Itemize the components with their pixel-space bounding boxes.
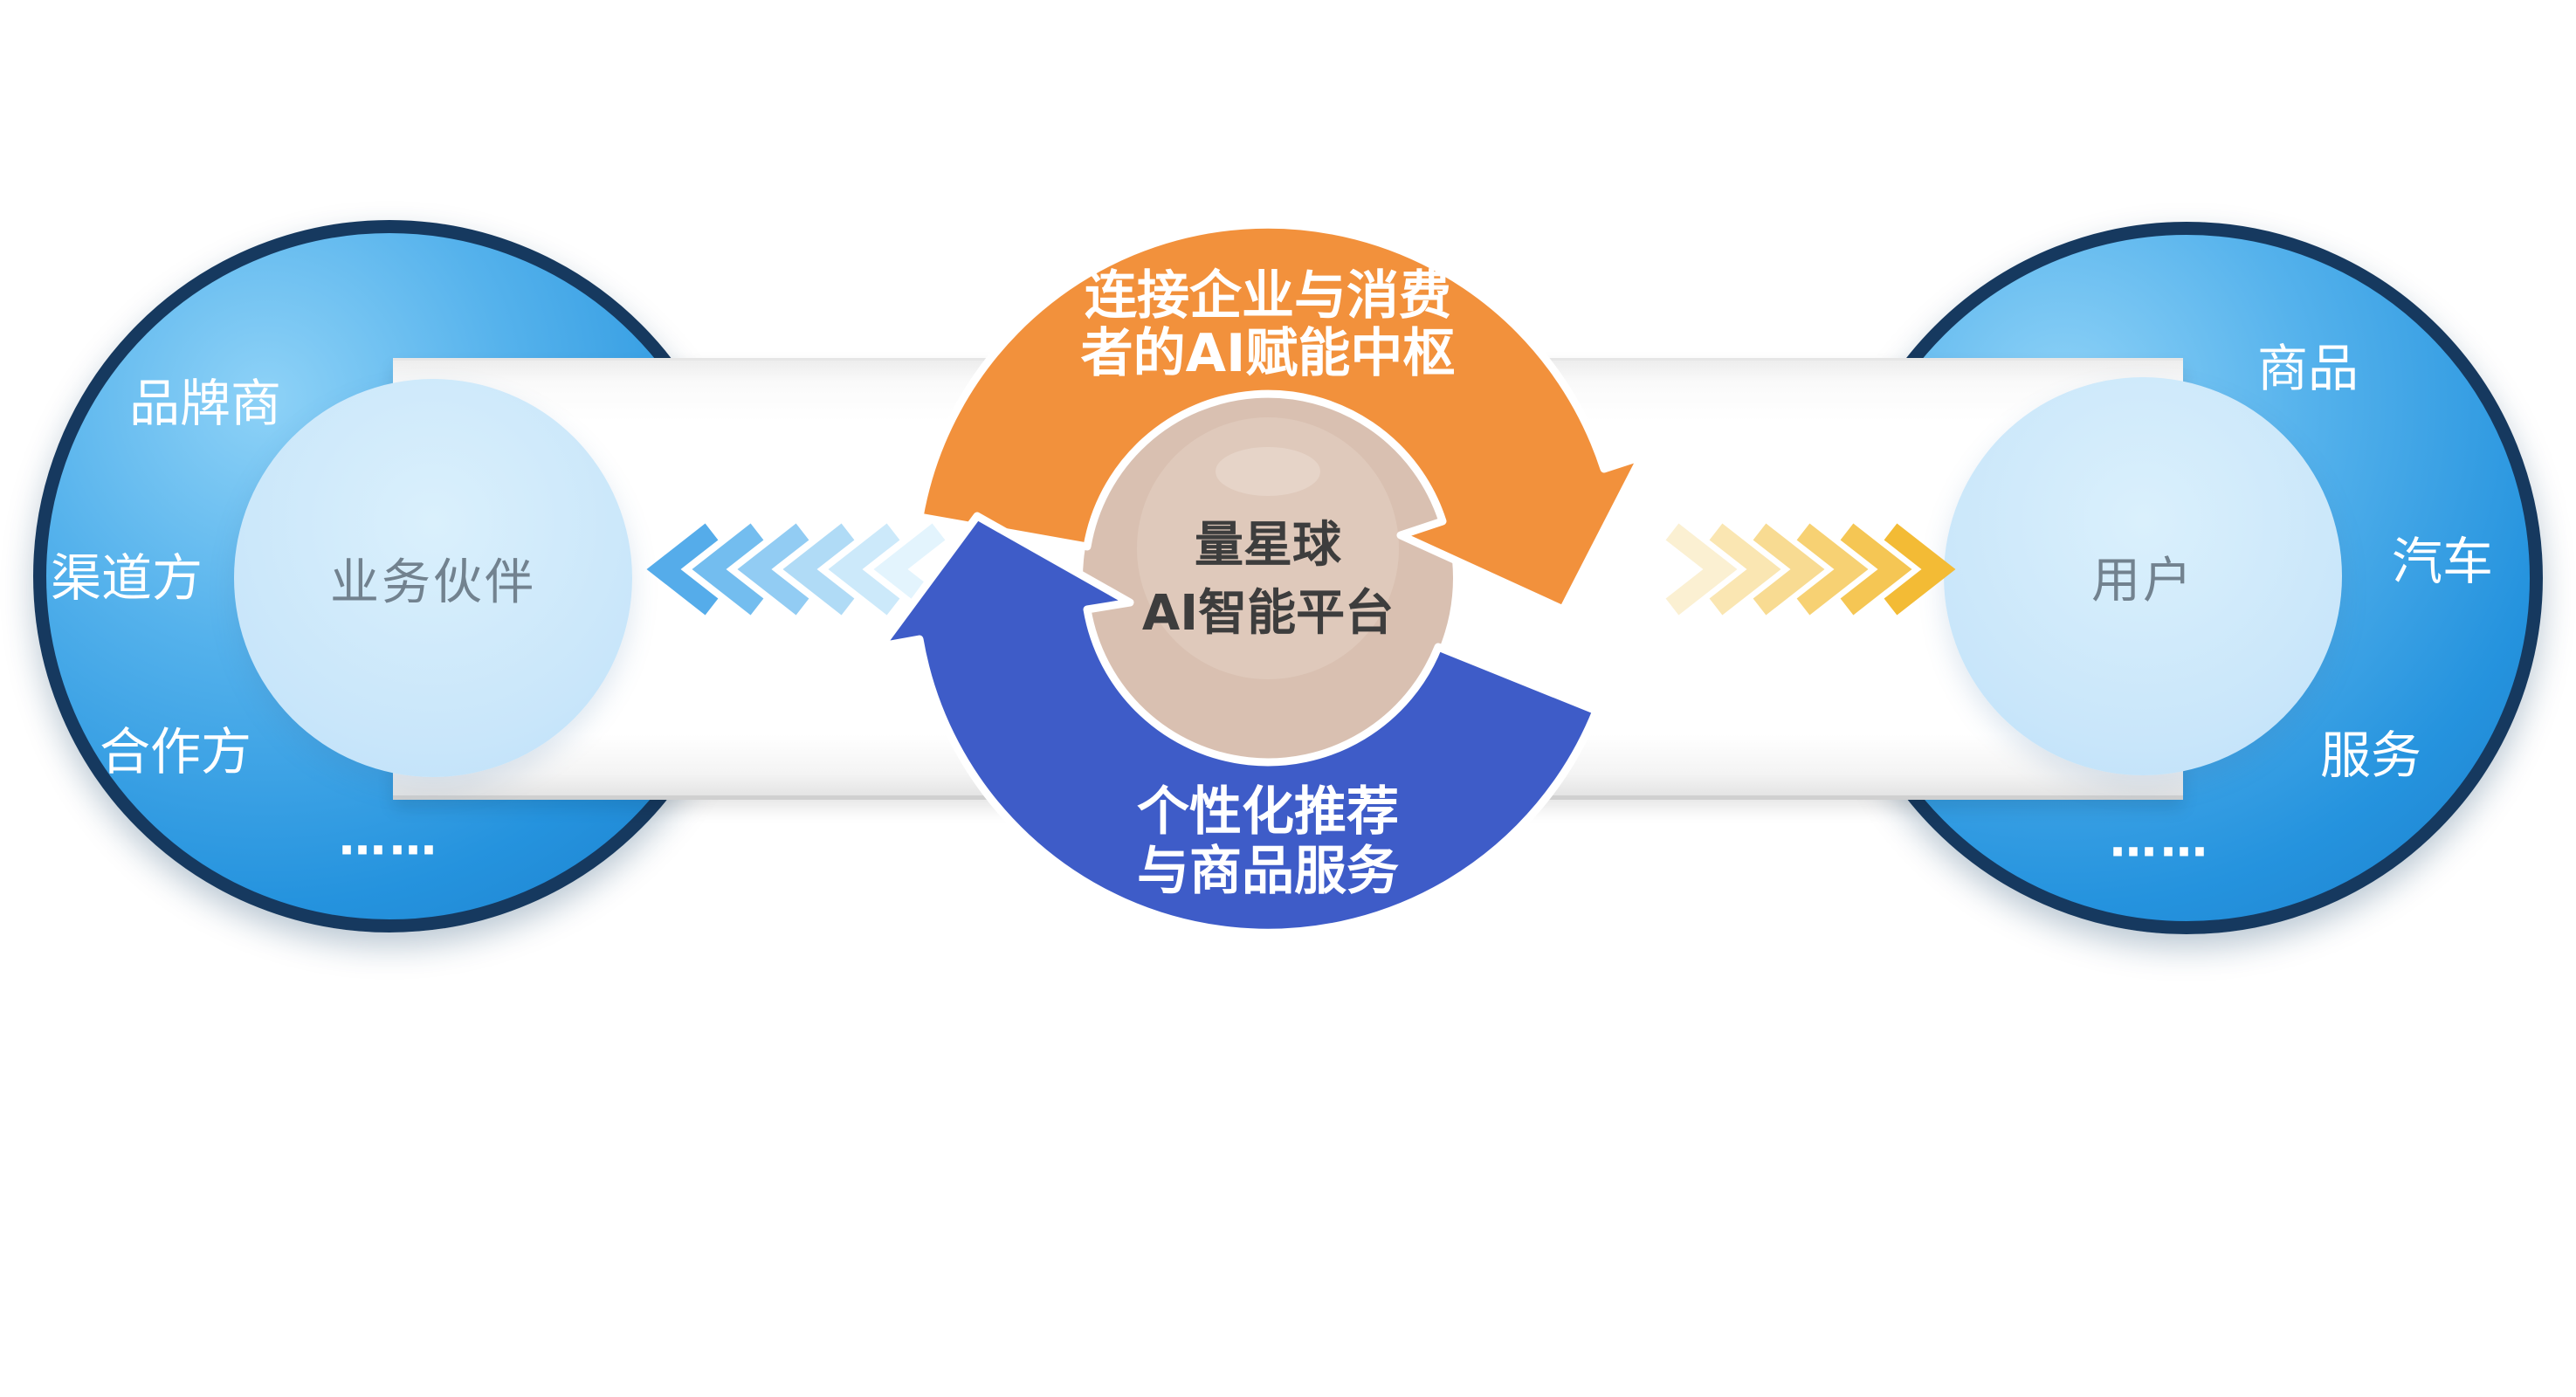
left-flow-chevrons — [646, 523, 946, 616]
bottom-caption-line1: 个性化推荐 — [1137, 781, 1399, 843]
left-ellipsis-label: …… — [339, 810, 440, 866]
services-label: 服务 — [2319, 726, 2422, 785]
users-label: 用户 — [2091, 552, 2194, 609]
core-circle-highlight — [1137, 417, 1399, 679]
chevron-right-icon — [1884, 523, 1956, 616]
chevron-right-icon — [1840, 523, 1912, 616]
bottom-caption: 个性化推荐 与商品服务 — [1137, 782, 1399, 901]
business-partners-circle: 业务伙伴 — [234, 379, 632, 777]
bottom-caption-line2: 与商品服务 — [1137, 841, 1399, 902]
top-caption-line2: 者的AI赋能中枢 — [1080, 323, 1456, 384]
top-caption: 连接企业与消费 者的AI赋能中枢 — [1081, 267, 1456, 382]
cycle-arrow-blue — [877, 512, 1601, 937]
brand-merchants-label: 品牌商 — [128, 374, 282, 433]
cars-label: 汽车 — [2391, 532, 2494, 591]
chevron-right-icon — [1709, 523, 1781, 616]
core-circle-glint — [1216, 447, 1320, 496]
business-partners-label: 业务伙伴 — [330, 554, 536, 611]
right-ellipsis-label: …… — [2110, 812, 2211, 868]
cycle-arrow-orange — [915, 220, 1646, 614]
top-caption-line1: 连接企业与消费 — [1084, 265, 1451, 327]
chevron-left-icon — [737, 523, 809, 616]
right-flow-chevrons — [1665, 523, 1956, 616]
platform-title: 量星球 AI智能平台 — [1142, 512, 1394, 648]
chevron-right-icon — [1753, 523, 1825, 616]
chevron-right-icon — [1665, 523, 1738, 616]
chevron-left-icon — [828, 523, 900, 616]
chevron-left-icon — [646, 523, 719, 616]
channel-partners-label: 渠道方 — [50, 548, 203, 608]
chevron-left-icon — [692, 523, 764, 616]
platform-title-line2: AI智能平台 — [1141, 585, 1395, 642]
platform-title-line1: 量星球 — [1195, 517, 1341, 574]
chevron-left-icon — [782, 523, 855, 616]
users-circle: 用户 — [1944, 377, 2342, 775]
core-circle — [1083, 393, 1453, 763]
products-label: 商品 — [2256, 339, 2359, 398]
chevron-right-icon — [1796, 523, 1869, 616]
collaborators-label: 合作方 — [99, 722, 252, 781]
